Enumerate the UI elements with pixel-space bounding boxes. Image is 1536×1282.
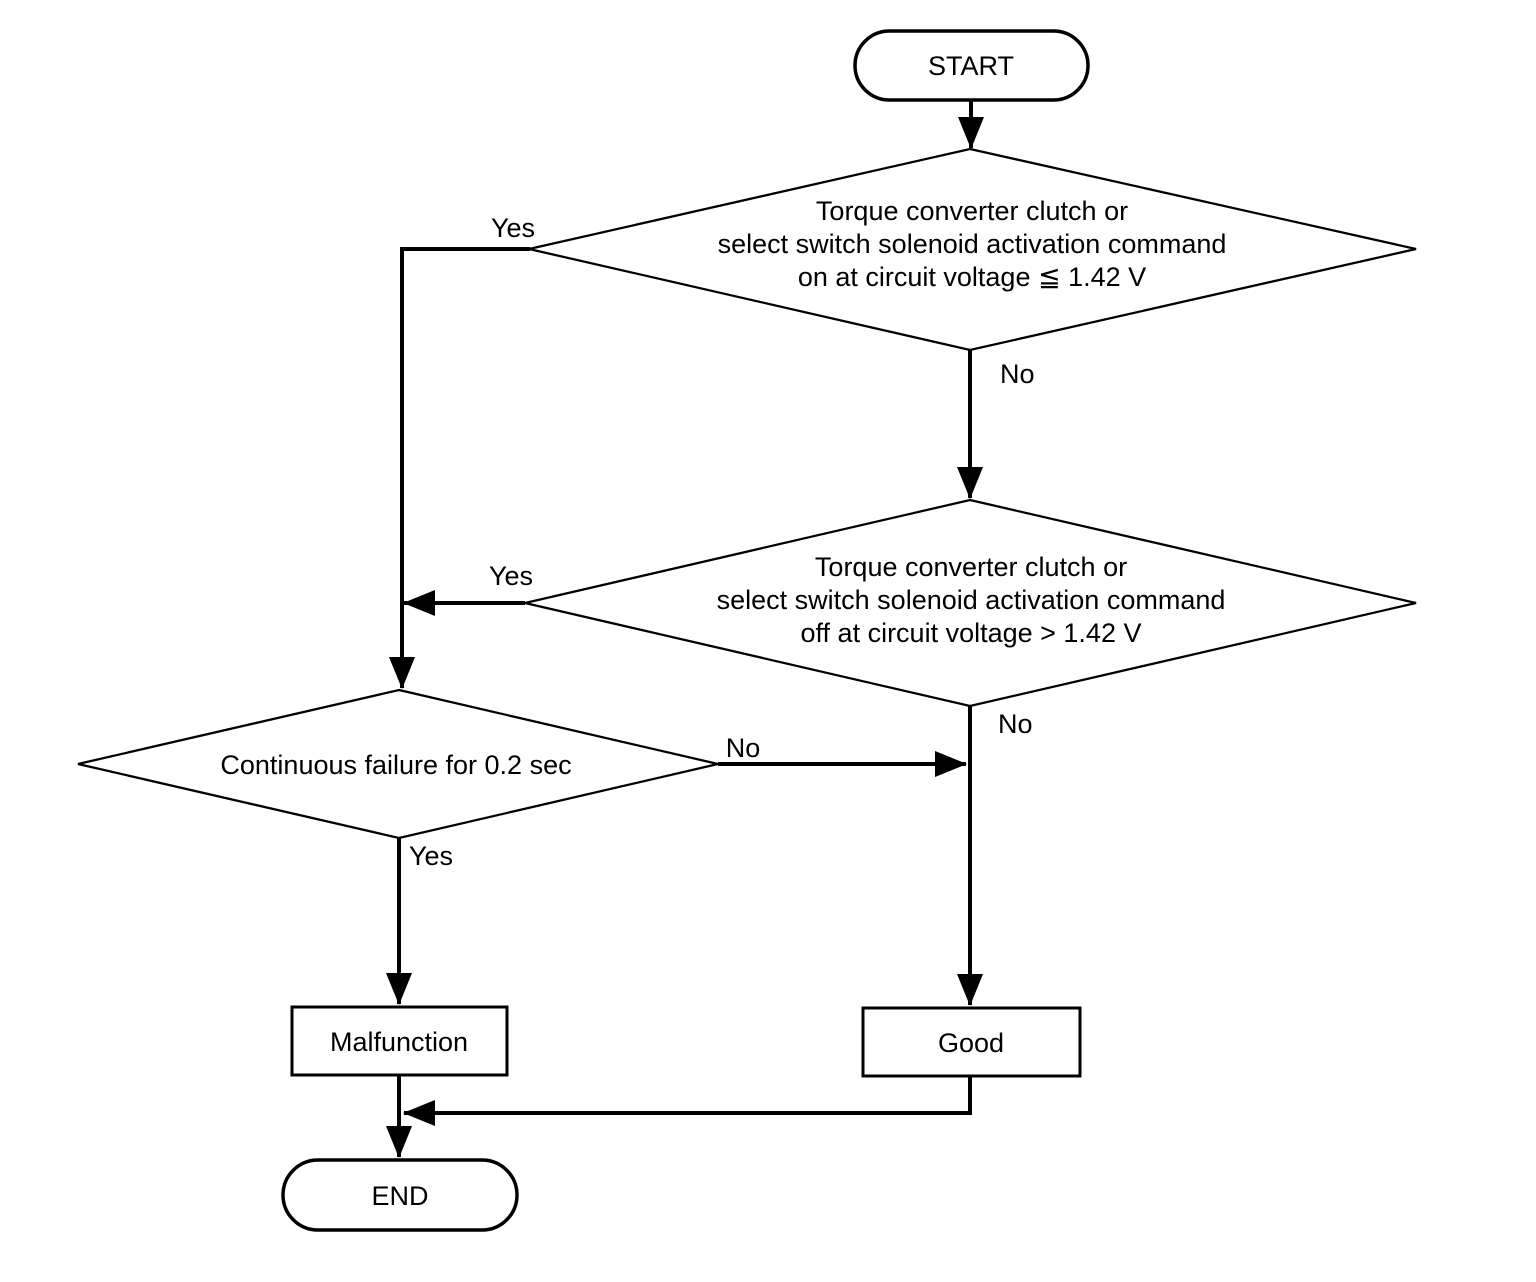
start-shape (853, 29, 1090, 102)
decision1-text-line1: Torque converter clutch or (816, 196, 1128, 226)
decision1-shape (528, 147, 1417, 352)
decision1-text-line2: select switch solenoid activation comman… (718, 229, 1227, 259)
good-shape (861, 1006, 1082, 1078)
good-label: Good (938, 1028, 1004, 1058)
decision1-text-line3: on at circuit voltage ≦ 1.42 V (798, 262, 1146, 292)
decision2-yes-label: Yes (489, 561, 533, 591)
connectors (386, 100, 984, 1158)
start-node: START (853, 29, 1090, 102)
decision2-shape (524, 498, 1417, 708)
start-label: START (928, 51, 1014, 81)
decision1-node: Torque converter clutch or select switch… (491, 147, 1417, 389)
end-label: END (371, 1181, 428, 1211)
decision2-text-line2: select switch solenoid activation comman… (717, 585, 1226, 615)
edge-decision1-yes-to-decision3 (389, 247, 530, 689)
decision3-no-label: No (726, 733, 761, 763)
malfunction-label: Malfunction (330, 1027, 468, 1057)
malfunction-node: Malfunction (290, 1005, 509, 1077)
decision3-text-line1: Continuous failure for 0.2 sec (220, 750, 571, 780)
decision2-node: Torque converter clutch or select switch… (489, 498, 1417, 739)
end-node: END (281, 1158, 519, 1232)
edge-good-to-join (403, 1076, 972, 1126)
decision1-no-label: No (1000, 359, 1035, 389)
decision3-yes-label: Yes (409, 841, 453, 871)
decision3-shape (77, 688, 719, 840)
decision2-no-label: No (998, 709, 1033, 739)
good-node: Good (861, 1006, 1082, 1078)
malfunction-shape (290, 1005, 509, 1077)
decision3-node: Continuous failure for 0.2 sec No Yes (77, 688, 761, 871)
decision1-yes-label: Yes (491, 213, 535, 243)
end-shape (281, 1158, 519, 1232)
decision2-text-line1: Torque converter clutch or (815, 552, 1127, 582)
decision2-text-line3: off at circuit voltage > 1.42 V (801, 618, 1142, 648)
